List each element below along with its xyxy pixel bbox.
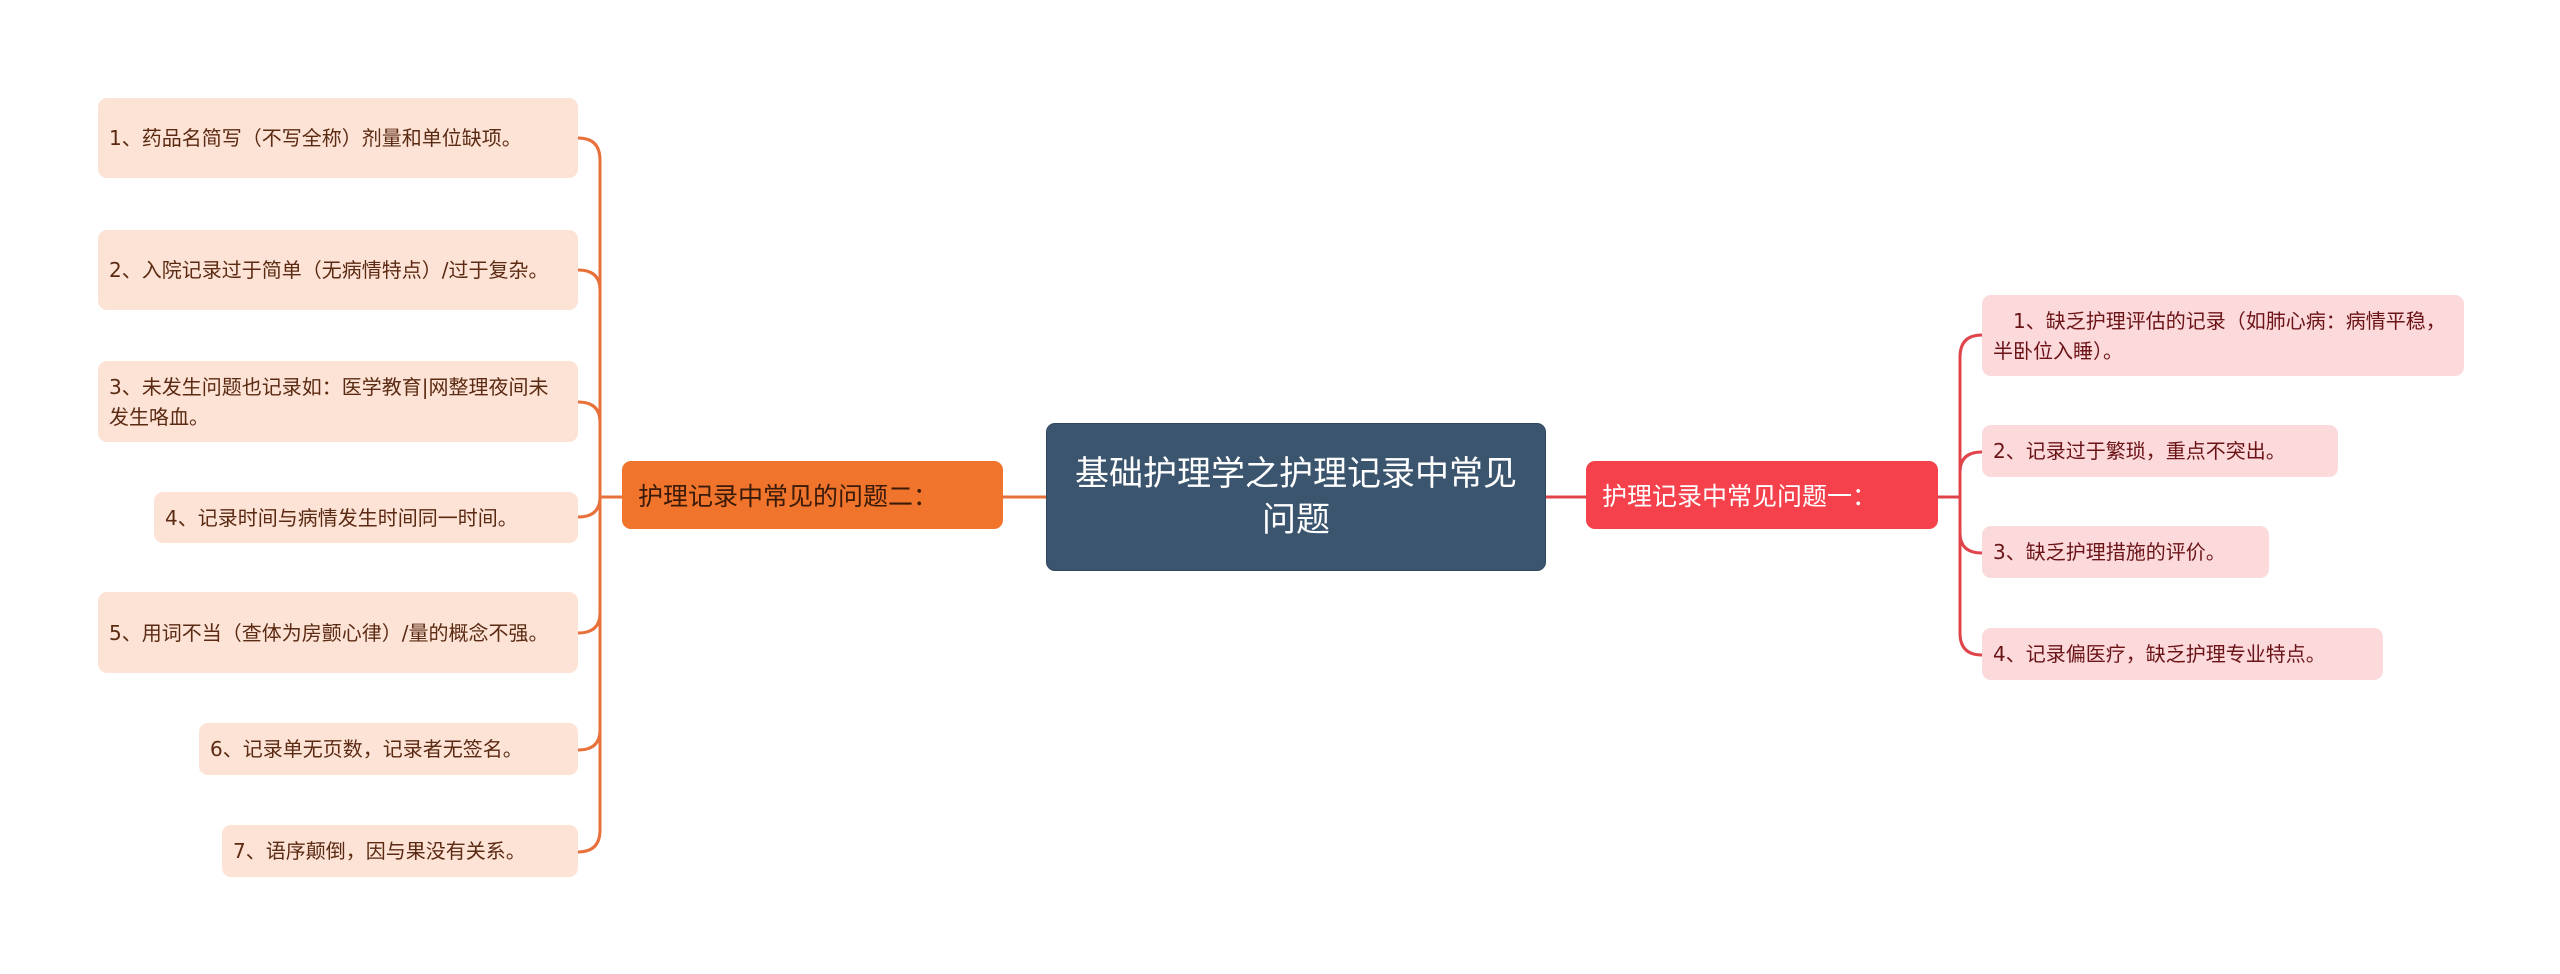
root-node[interactable]: 基础护理学之护理记录中常见问题 [1046, 423, 1546, 571]
leaf-label: 2、入院记录过于简单（无病情特点）/过于复杂。 [109, 258, 549, 282]
leaf-node[interactable]: 1、药品名简写（不写全称）剂量和单位缺项。 [98, 98, 578, 178]
leaf-label: 7、语序颠倒，因与果没有关系。 [233, 839, 526, 863]
leaf-node[interactable]: 3、未发生问题也记录如：医学教育|网整理夜间未发生咯血。 [98, 361, 578, 442]
branch-node-problems-one[interactable]: 护理记录中常见问题一： [1586, 461, 1938, 529]
leaf-label: 3、未发生问题也记录如：医学教育|网整理夜间未发生咯血。 [109, 374, 549, 429]
leaf-node[interactable]: 6、记录单无页数，记录者无签名。 [199, 723, 578, 775]
branch-node-problems-two[interactable]: 护理记录中常见的问题二： [622, 461, 1003, 529]
leaf-label: 3、缺乏护理措施的评价。 [1993, 540, 2226, 564]
branch-label: 护理记录中常见的问题二： [638, 482, 939, 511]
leaf-node[interactable]: 4、记录时间与病情发生时间同一时间。 [154, 492, 578, 543]
leaf-node[interactable]: 3、缺乏护理措施的评价。 [1982, 526, 2269, 578]
root-node-label: 基础护理学之护理记录中常见问题 [1075, 454, 1517, 540]
leaf-node[interactable]: 2、入院记录过于简单（无病情特点）/过于复杂。 [98, 230, 578, 310]
leaf-label: 2、记录过于繁琐，重点不突出。 [1993, 439, 2286, 463]
leaf-node[interactable]: 1、缺乏护理评估的记录（如肺心病：病情平稳，半卧位入睡）。 [1982, 295, 2464, 376]
leaf-node[interactable]: 7、语序颠倒，因与果没有关系。 [222, 825, 578, 877]
leaf-node[interactable]: 2、记录过于繁琐，重点不突出。 [1982, 425, 2338, 477]
leaf-label: 1、药品名简写（不写全称）剂量和单位缺项。 [109, 126, 522, 150]
leaf-label: 6、记录单无页数，记录者无签名。 [210, 737, 523, 761]
branch-label: 护理记录中常见问题一： [1602, 482, 1878, 511]
leaf-label: 4、记录偏医疗，缺乏护理专业特点。 [1993, 642, 2326, 666]
leaf-label: 5、用词不当（查体为房颤心律）/量的概念不强。 [109, 620, 549, 645]
leaf-node[interactable]: 4、记录偏医疗，缺乏护理专业特点。 [1982, 628, 2383, 680]
leaf-label: 4、记录时间与病情发生时间同一时间。 [165, 505, 518, 530]
leaf-node[interactable]: 5、用词不当（查体为房颤心律）/量的概念不强。 [98, 592, 578, 673]
leaf-label: 1、缺乏护理评估的记录（如肺心病：病情平稳，半卧位入睡）。 [1993, 308, 2446, 363]
